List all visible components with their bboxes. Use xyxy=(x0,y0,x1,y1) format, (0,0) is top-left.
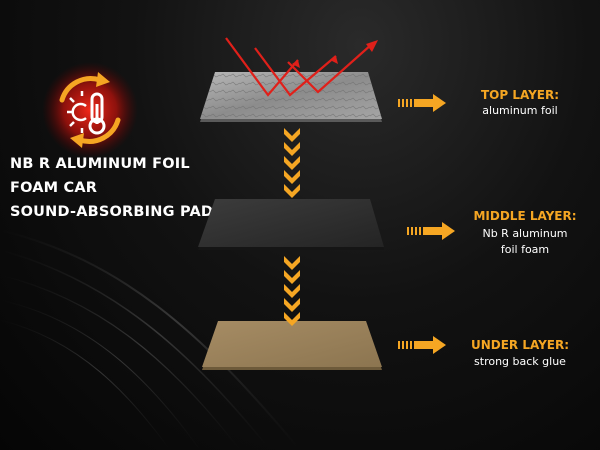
arrow-right-icon xyxy=(407,222,455,240)
thermometer-sun-cycle-icon xyxy=(42,62,138,158)
middle-layer-sheet xyxy=(198,199,384,250)
under-layer-heading: UNDER LAYER: xyxy=(470,338,570,352)
reflection-arrows xyxy=(225,37,373,97)
under-layer-sheet xyxy=(202,321,382,370)
arrow-right-icon xyxy=(398,94,446,112)
chevron-down-icon xyxy=(284,256,300,326)
title-line-2: FOAM CAR xyxy=(10,180,98,196)
title-line-1: NB R ALUMINUM FOIL xyxy=(10,156,190,172)
middle-layer-description-line-1: Nb R aluminum xyxy=(482,227,568,240)
arrow-right-icon xyxy=(398,336,446,354)
title-line-3: SOUND-ABSORBING PAD xyxy=(10,204,214,220)
chevron-down-icon xyxy=(284,128,300,198)
top-layer-description: aluminum foil xyxy=(482,104,558,117)
top-layer-sheet xyxy=(200,72,382,122)
top-layer-heading: TOP LAYER: xyxy=(480,88,560,102)
middle-layer-description-line-2: foil foam xyxy=(500,243,550,256)
middle-layer-heading: MIDDLE LAYER: xyxy=(473,209,577,223)
under-layer-description: strong back glue xyxy=(474,355,566,368)
